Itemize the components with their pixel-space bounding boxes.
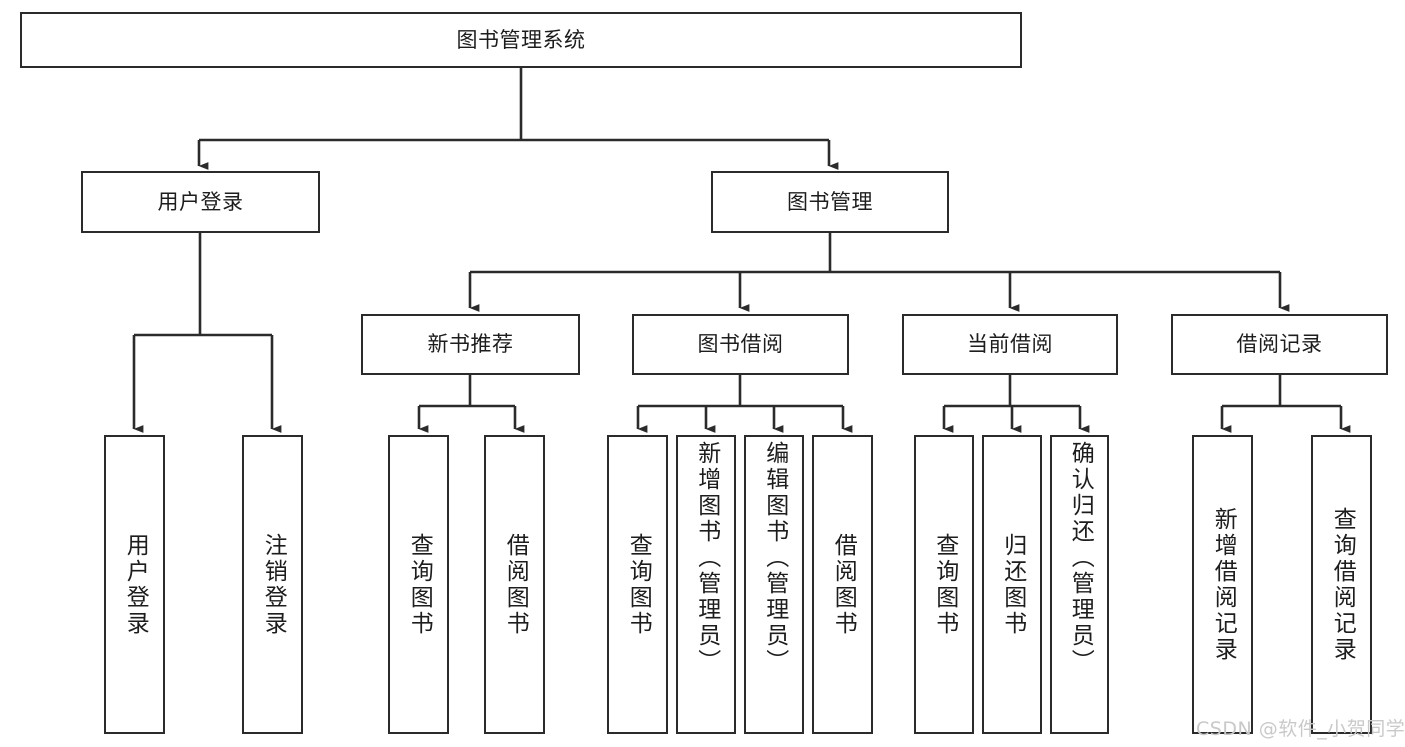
node-leaf-query-borrow-record[interactable]: 查询借阅记录: [1311, 435, 1372, 734]
node-current-borrow-label: 当前借阅: [967, 332, 1053, 357]
node-leaf-query-book-2-label: 查询图书: [625, 532, 652, 637]
node-leaf-add-book-admin[interactable]: 新增图书（管理员）: [676, 435, 736, 734]
node-leaf-add-borrow-record[interactable]: 新增借阅记录: [1192, 435, 1253, 734]
node-root-label: 图书管理系统: [456, 27, 586, 52]
node-leaf-query-book-1[interactable]: 查询图书: [388, 435, 449, 734]
node-new-book-recommend-label: 新书推荐: [427, 332, 514, 357]
node-book-borrow[interactable]: 图书借阅: [632, 314, 849, 375]
node-leaf-borrow-book-1[interactable]: 借阅图书: [484, 435, 545, 734]
node-user-login-label: 用户登录: [157, 189, 244, 214]
csdn-watermark: CSDN @软件_小贺同学: [1196, 718, 1405, 740]
node-borrow-record-label: 借阅记录: [1236, 332, 1323, 357]
node-book-borrow-label: 图书借阅: [697, 332, 784, 357]
node-leaf-query-book-1-label: 查询图书: [406, 532, 433, 637]
node-leaf-confirm-return-admin[interactable]: 确认归还（管理员）: [1050, 435, 1109, 734]
node-book-manage[interactable]: 图书管理: [711, 171, 949, 233]
node-new-book-recommend[interactable]: 新书推荐: [361, 314, 580, 375]
node-leaf-add-book-admin-label: 新增图书（管理员）: [693, 441, 720, 675]
node-leaf-logout-label: 注销登录: [260, 532, 287, 637]
node-leaf-borrow-book-1-label: 借阅图书: [502, 532, 529, 637]
node-leaf-return-book[interactable]: 归还图书: [982, 435, 1042, 734]
node-leaf-borrow-book-2[interactable]: 借阅图书: [812, 435, 873, 734]
node-leaf-user-login-label: 用户登录: [122, 532, 149, 637]
node-leaf-query-book-2[interactable]: 查询图书: [607, 435, 668, 734]
node-leaf-query-book-3-label: 查询图书: [931, 532, 958, 637]
node-leaf-add-borrow-record-label: 新增借阅记录: [1210, 506, 1237, 663]
node-leaf-query-book-3[interactable]: 查询图书: [914, 435, 974, 734]
node-leaf-return-book-label: 归还图书: [999, 532, 1026, 637]
node-leaf-edit-book-admin[interactable]: 编辑图书（管理员）: [744, 435, 804, 734]
node-leaf-user-login[interactable]: 用户登录: [104, 435, 165, 734]
node-book-manage-label: 图书管理: [787, 189, 873, 214]
node-leaf-borrow-book-2-label: 借阅图书: [830, 532, 857, 637]
node-leaf-edit-book-admin-label: 编辑图书（管理员）: [761, 441, 788, 675]
node-borrow-record[interactable]: 借阅记录: [1171, 314, 1388, 375]
node-current-borrow[interactable]: 当前借阅: [902, 314, 1118, 375]
node-root[interactable]: 图书管理系统: [20, 12, 1022, 68]
node-leaf-query-borrow-record-label: 查询借阅记录: [1329, 506, 1356, 663]
node-leaf-logout[interactable]: 注销登录: [242, 435, 303, 734]
node-leaf-confirm-return-admin-label: 确认归还（管理员）: [1067, 441, 1094, 675]
node-user-login[interactable]: 用户登录: [81, 171, 320, 233]
